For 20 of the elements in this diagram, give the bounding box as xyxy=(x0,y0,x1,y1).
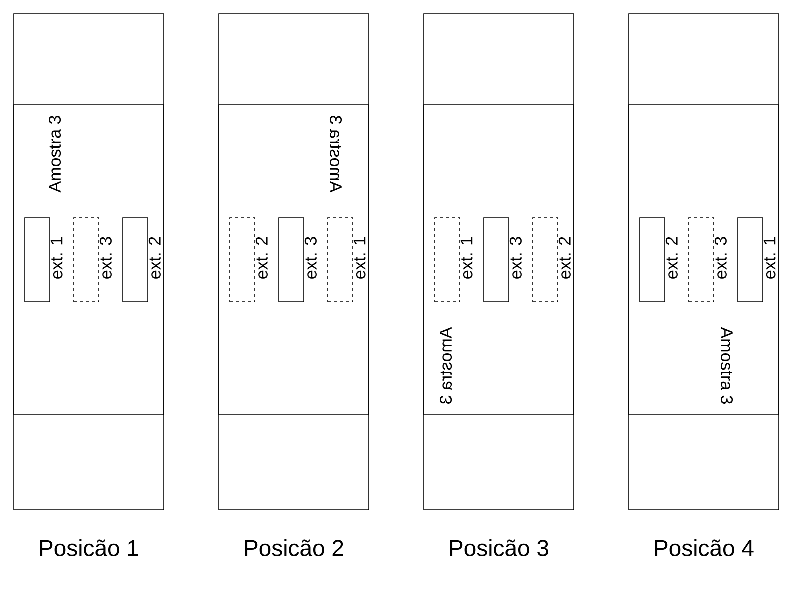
extensometer-label: ext. 3 xyxy=(714,237,727,279)
extensometer-label: ext. 3 xyxy=(304,237,317,279)
extensometer-label: ext. 3 xyxy=(100,237,112,279)
position-label: Posicão 3 xyxy=(450,540,548,556)
sample-label: Amostra 3 xyxy=(49,116,62,193)
extensometer-label: ext. 2 xyxy=(256,237,268,279)
extensometer-label: ext. 2 xyxy=(558,237,571,279)
extensometer-label: ext. 1 xyxy=(50,237,63,279)
position-label: Posicão 1 xyxy=(40,540,138,556)
extensometer-label: ext. 1 xyxy=(764,237,776,279)
position-label: Posicão 2 xyxy=(245,540,344,556)
position-label: Posicão 4 xyxy=(655,540,754,556)
extensometer-label: ext. 3 xyxy=(510,237,522,279)
extensometer-label: ext. 1 xyxy=(460,237,473,279)
extensometer-label: ext. 2 xyxy=(148,237,161,279)
sample-label: Amostra 3 xyxy=(440,327,452,404)
sample-label: Amostra 3 xyxy=(330,116,342,193)
sample-label: Amostra 3 xyxy=(720,327,734,404)
extensometer-label: ext. 1 xyxy=(354,237,366,279)
extensometer-label: ext. 2 xyxy=(666,237,678,279)
